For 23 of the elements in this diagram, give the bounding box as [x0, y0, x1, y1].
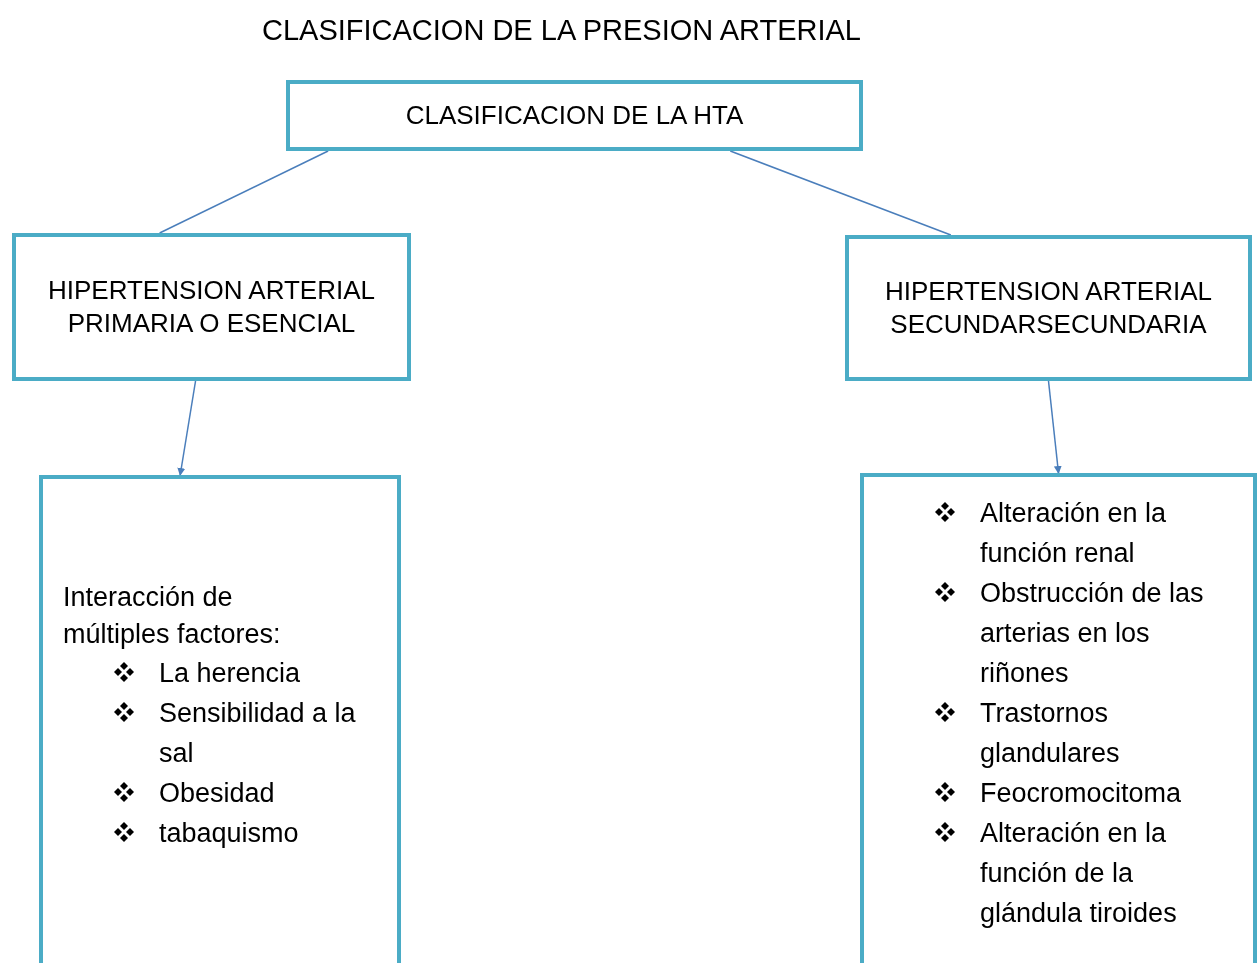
list-item: Sensibilidad a la sal	[159, 697, 357, 770]
list-box	[860, 473, 1257, 963]
arrow	[1047, 380, 1062, 474]
list-item: Trastornos glandulares	[980, 697, 1121, 770]
list-item: tabaquismo	[159, 817, 300, 850]
list-item: Alteración en la función de la glándula tiroides	[980, 817, 1178, 930]
list-item: Feocromocitoma	[980, 777, 1183, 810]
connector-line	[729, 150, 952, 236]
list-item: Obstrucción de las arterias en los riñones	[980, 577, 1205, 690]
box-label: CLASIFICACION DE LA HTA	[405, 99, 744, 132]
connector-line	[158, 150, 329, 234]
box-label: HIPERTENSION ARTERIAL SECUNDARSECUNDARIA	[884, 275, 1213, 341]
intro-text: Interacción de múltiples factores:	[63, 581, 282, 651]
diagram-title: CLASIFICACION DE LA PRESION ARTERIAL	[262, 13, 861, 48]
arrow	[177, 380, 197, 476]
box-label: HIPERTENSION ARTERIAL PRIMARIA O ESENCIAL	[47, 274, 376, 340]
list-box	[39, 475, 401, 963]
list-item: Obesidad	[159, 777, 276, 810]
heading-box	[12, 233, 411, 381]
heading-box	[286, 80, 863, 151]
list-item: Alteración en la función renal	[980, 497, 1168, 570]
list-item: La herencia	[159, 657, 302, 690]
heading-box	[845, 235, 1252, 381]
